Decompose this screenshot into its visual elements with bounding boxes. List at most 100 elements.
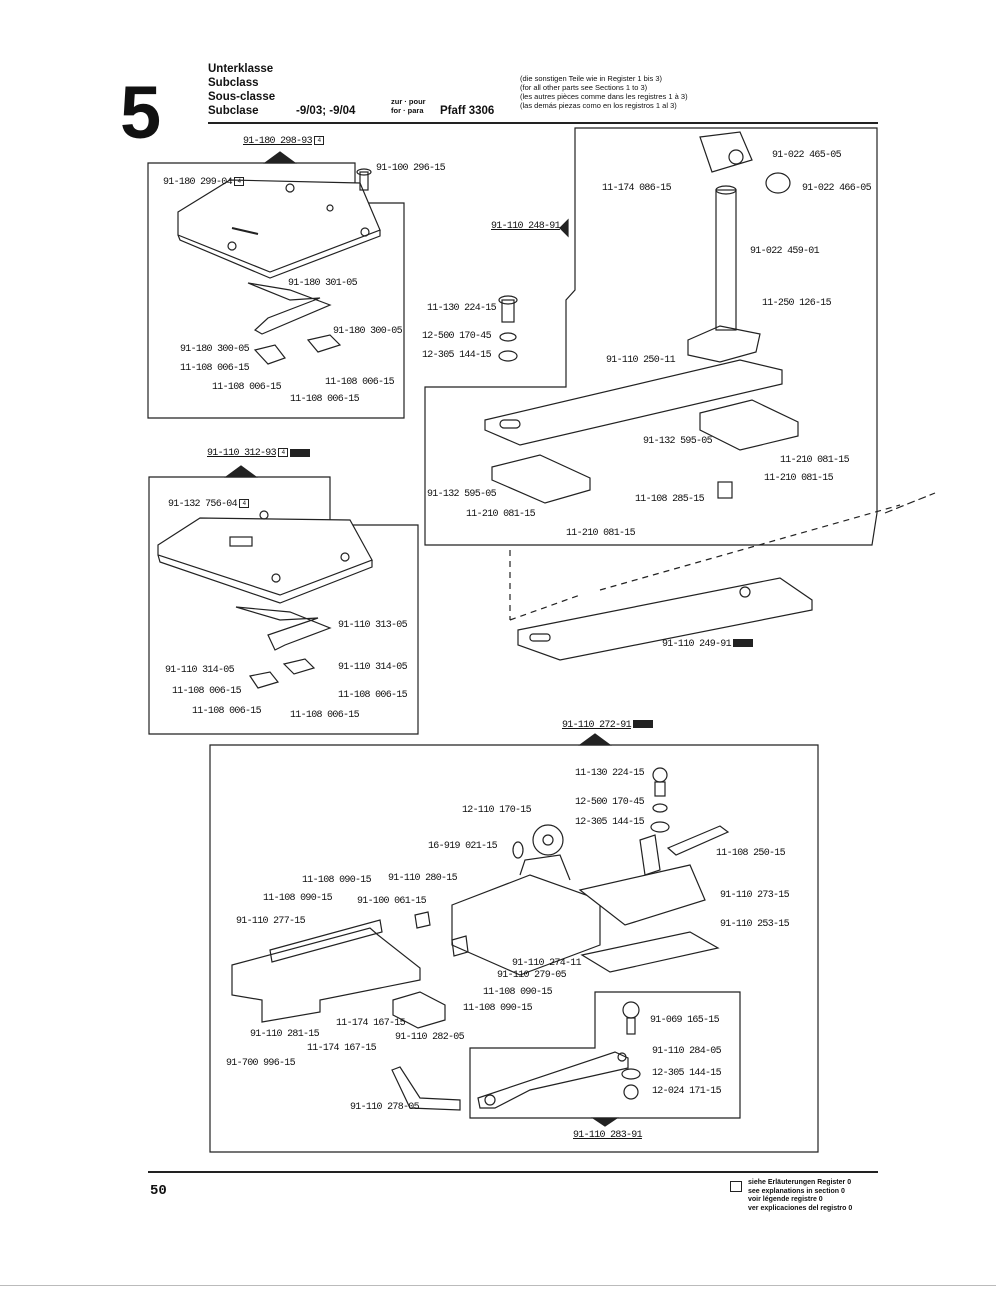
part-label: 12-305 144-15: [575, 817, 645, 828]
part-label: 91-700 996-15: [226, 1058, 296, 1069]
part-label: 91-110 279-05: [497, 970, 567, 981]
part-label: 12-110 170-15: [462, 805, 532, 816]
class-label-fr: Sous-classe: [208, 91, 276, 103]
page-number: 50: [150, 1183, 167, 1199]
part-label: 12-305 144-15: [422, 350, 492, 361]
part-label: 91-110 314-05: [165, 665, 235, 676]
part-label: 12-500 170-45: [575, 797, 645, 808]
model-name: Pfaff 3306: [440, 105, 495, 117]
note-de: (die sonstigen Teile wie in Register 1 b…: [520, 74, 663, 83]
part-label: 11-108 090-15: [302, 875, 372, 886]
dark-badge: [732, 639, 753, 648]
part-label: 11-108 006-15: [290, 710, 360, 721]
for-label-1: zur · pour: [391, 97, 426, 106]
part-ref-link[interactable]: 91-110 283-91: [573, 1130, 643, 1141]
part-label: 16-919 021-15: [428, 841, 498, 852]
assembly-d-title-text: 91-110 272-91: [562, 720, 632, 731]
header-notes: (die sonstigen Teile wie in Register 1 b…: [520, 74, 688, 110]
assembly-d-dark-badge: [632, 720, 653, 729]
part-label: 12-024 171-15: [652, 1086, 722, 1097]
part-label: 91-100 061-15: [357, 896, 427, 907]
plate-badge: 4: [238, 499, 249, 508]
part-label: 91-110 314-05: [338, 662, 408, 673]
part-label: 11-108 006-15: [192, 706, 262, 717]
part-label: 91-110 284-05: [652, 1046, 722, 1057]
part-label: 11-130 224-15: [427, 303, 497, 314]
section-number: 5: [120, 71, 162, 154]
part-label: 91-110 250-11: [606, 355, 676, 366]
assembly-b-badge: 4: [277, 448, 288, 457]
part-label: 11-210 081-15: [466, 509, 536, 520]
page-edge: [0, 1285, 996, 1286]
assembly-d-title[interactable]: 91-110 272-91: [562, 720, 653, 731]
class-label-es: Subclase: [208, 105, 259, 117]
part-label: 91-110 282-05: [395, 1032, 465, 1043]
part-label: 91-110 277-15: [236, 916, 306, 927]
part-label: 11-108 090-15: [263, 893, 333, 904]
part-label: 91-069 165-15: [650, 1015, 720, 1026]
part-label: 11-130 224-15: [575, 768, 645, 779]
part-label: 11-108 006-15: [290, 394, 360, 405]
part-label: 91-022 459-01: [750, 246, 820, 257]
note-es: (las demás piezas como en los registros …: [520, 101, 677, 110]
part-label: 11-108 090-15: [483, 987, 553, 998]
part-label: 11-108 250-15: [716, 848, 786, 859]
part-label: 11-174 086-15: [602, 183, 672, 194]
part-label: 11-108 090-15: [463, 1003, 533, 1014]
part-label: 91-132 595-05: [643, 436, 713, 447]
class-labels: Unterklasse Subclass Sous-classe Subclas…: [208, 62, 275, 118]
assembly-b-dark-badge: [289, 448, 310, 457]
part-label: 91-110 313-05: [338, 620, 408, 631]
part-label: 91-100 296-15: [376, 163, 446, 174]
part-label: 91-110 278-05: [350, 1102, 420, 1113]
legend-en: see explanations in section 0: [748, 1187, 845, 1195]
footer-rule: [148, 1171, 878, 1173]
part-label: 91-132 595-05: [427, 489, 497, 500]
part-label: 12-305 144-15: [652, 1068, 722, 1079]
part-label: 91-180 301-05: [288, 278, 358, 289]
part-label: 11-250 126-15: [762, 298, 832, 309]
header-rule: [208, 122, 878, 124]
part-label: 91-180 300-05: [333, 326, 403, 337]
part-label: 91-110 274-11: [512, 958, 582, 969]
assembly-b-title-text: 91-110 312-93: [207, 448, 277, 460]
class-label-de: Unterklasse: [208, 63, 274, 75]
part-label: 12-500 170-45: [422, 331, 492, 342]
legend-notes: siehe Erläuterungen Register 0 see expla…: [748, 1179, 852, 1213]
legend-es: ver explicaciones del registro 0: [748, 1204, 853, 1212]
part-label: 11-108 285-15: [635, 494, 705, 505]
part-label: 11-108 006-15: [172, 686, 242, 697]
note-en: (for all other parts see Sections 1 to 3…: [520, 83, 648, 92]
part-label: 91-022 465-05: [772, 150, 842, 161]
part-label: 11-108 006-15: [325, 377, 395, 388]
part-label-text: 91-180 299-04: [163, 177, 233, 189]
legend-box-icon: [730, 1181, 742, 1192]
part-label: 11-174 167-15: [307, 1043, 377, 1054]
assembly-a-badge: 4: [313, 136, 324, 145]
assembly-a-title-text: 91-180 298-93: [243, 136, 313, 148]
part-label: 11-210 081-15: [780, 455, 850, 466]
part-label: 91-110 281-15: [250, 1029, 320, 1040]
part-label: 91-110 249-91: [662, 639, 753, 650]
legend-de: siehe Erläuterungen Register 0: [748, 1179, 852, 1186]
part-label: 11-210 081-15: [566, 528, 636, 539]
note-fr: (les autres pièces comme dans les regist…: [520, 92, 688, 101]
part-ref-link[interactable]: 91-110 248-91: [491, 221, 561, 232]
part-label: 11-108 006-15: [180, 363, 250, 374]
part-label: 11-108 006-15: [338, 690, 408, 701]
class-label-en: Subclass: [208, 77, 259, 89]
part-label: 91-180 300-05: [180, 344, 250, 355]
legend-fr: voir légende registre 0: [748, 1196, 823, 1203]
part-label: 91-110 253-15: [720, 919, 790, 930]
for-label: zur · pour for · para: [391, 97, 426, 115]
part-label: 91-110 280-15: [388, 873, 458, 884]
for-label-2: for · para: [391, 106, 424, 115]
part-label: 11-210 081-15: [764, 473, 834, 484]
part-label: 11-174 167-15: [336, 1018, 406, 1029]
part-label-text: 91-110 249-91: [662, 639, 732, 650]
